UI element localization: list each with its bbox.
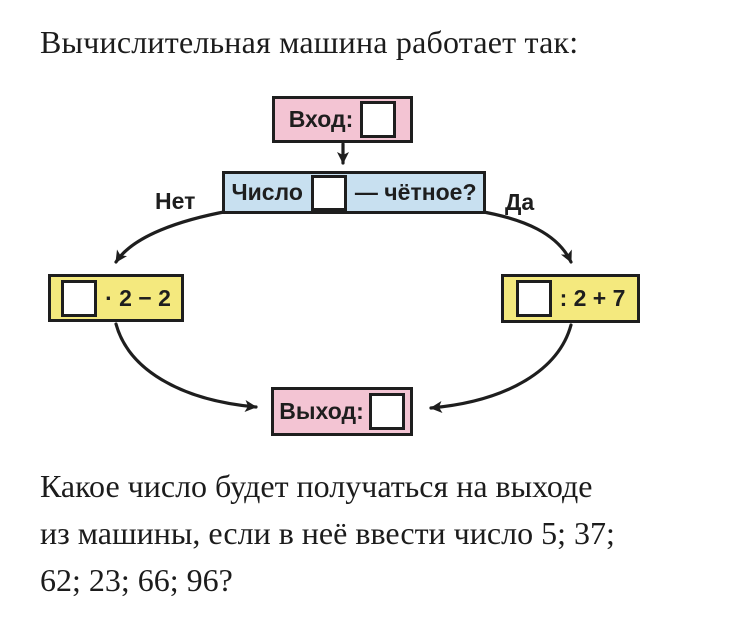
- output-box: Выход:: [271, 387, 413, 436]
- problem-question: Какое число будет получаться на выходе и…: [40, 463, 615, 604]
- problem-intro-text: Вычислительная машина работает так:: [40, 24, 579, 60]
- even-operation-label: : 2 + 7: [559, 285, 626, 311]
- output-label: Выход:: [279, 398, 364, 424]
- input-value-slot: [360, 101, 397, 138]
- odd-operation-box: · 2 − 2: [48, 274, 184, 322]
- branch-label-yes: Да: [505, 189, 535, 215]
- arrow-question-to-even: [476, 209, 573, 264]
- question-value-slot: [310, 174, 347, 211]
- question-prefix: Число: [231, 179, 303, 205]
- even-operation-box: : 2 + 7: [501, 274, 640, 323]
- arrow-even-to-output: [429, 323, 573, 413]
- input-box: Вход:: [272, 96, 413, 143]
- question-line: Какое число будет получаться на выходе: [40, 468, 593, 504]
- question-box: Число — чётное?: [222, 171, 486, 214]
- branch-label-no: Нет: [155, 188, 196, 214]
- question-line: 62; 23; 66; 96?: [40, 562, 233, 598]
- arrow-question-to-odd: [114, 209, 231, 264]
- output-value-slot: [368, 393, 405, 430]
- even-value-slot: [515, 280, 552, 317]
- odd-operation-label: · 2 − 2: [105, 284, 171, 311]
- question-suffix: — чётное?: [354, 179, 477, 205]
- input-label: Вход:: [288, 106, 354, 132]
- question-line: из машины, если в неё ввести число 5; 37…: [40, 515, 615, 551]
- arrow-odd-to-output: [114, 322, 258, 412]
- odd-value-slot: [61, 279, 98, 317]
